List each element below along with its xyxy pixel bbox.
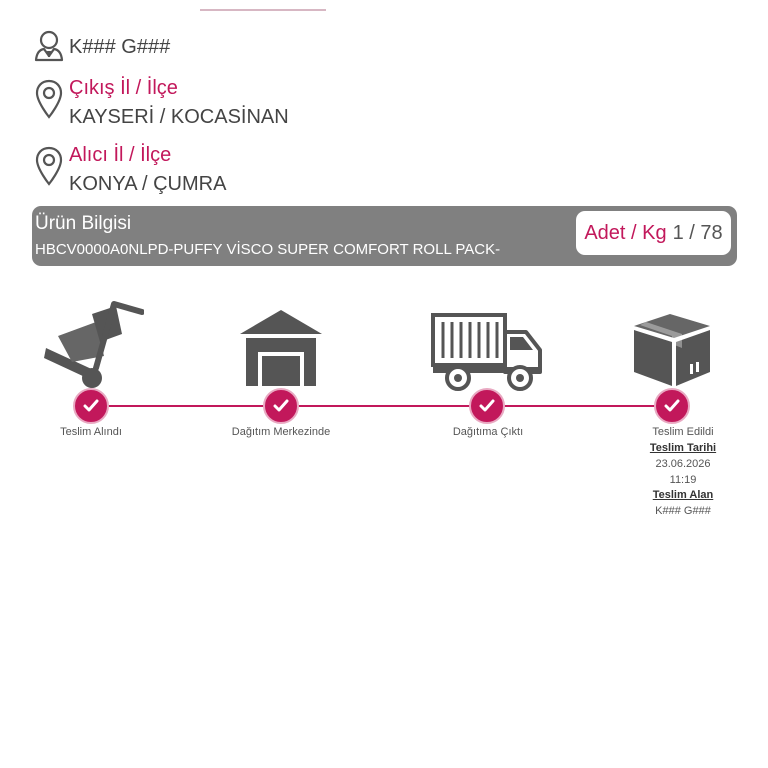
delivery-truck-icon xyxy=(430,312,544,397)
recipient-row: K### G### xyxy=(32,30,170,62)
destination-label: Alıcı İl / İlçe xyxy=(69,144,172,166)
origin-value: KAYSERİ / KOCASİNAN xyxy=(69,106,289,128)
warehouse-icon xyxy=(238,308,324,393)
step-3-label: Dağıtıma Çıktı xyxy=(452,426,524,438)
step-1-check-icon xyxy=(73,388,109,424)
location-pin-icon xyxy=(32,146,66,186)
quantity-box: Adet / Kg 1 / 78 xyxy=(576,211,731,255)
origin-label: Çıkış İl / İlçe xyxy=(69,77,178,99)
product-info-bar: Ürün Bilgisi HBCV0000A0NLPD-PUFFY VİSCO … xyxy=(32,206,737,266)
user-icon xyxy=(32,30,66,62)
hand-truck-icon xyxy=(42,298,145,393)
quantity-label: Adet / Kg xyxy=(584,221,667,244)
package-box-icon xyxy=(632,312,712,393)
recipient-name: K### G### xyxy=(69,36,171,58)
product-code: HBCV0000A0NLPD-PUFFY VİSCO SUPER COMFORT… xyxy=(35,241,501,258)
shipment-tracker: Teslim Alındı Dağıtım Merkezinde Dağıtım… xyxy=(0,290,768,530)
origin-row: Çıkış İl / İlçe KAYSERİ / KOCASİNAN xyxy=(32,75,289,130)
step-4-label: Teslim Edildi xyxy=(652,426,714,438)
step-1-label: Teslim Alındı xyxy=(60,426,122,438)
delivery-time: 11:19 xyxy=(669,474,697,486)
quantity-value: 1 / 78 xyxy=(672,221,723,244)
delivery-date-link[interactable]: Teslim Tarihi xyxy=(649,442,717,454)
destination-row: Alıcı İl / İlçe KONYA / ÇUMRA xyxy=(32,142,226,197)
delivery-receiver-link[interactable]: Teslim Alan xyxy=(652,489,714,501)
delivery-receiver: K### G### xyxy=(655,505,711,517)
top-divider xyxy=(200,9,326,11)
step-3-check-icon xyxy=(469,388,505,424)
location-pin-icon xyxy=(32,79,66,119)
step-2-label: Dağıtım Merkezinde xyxy=(231,426,331,438)
progress-line xyxy=(92,405,672,407)
step-4-check-icon xyxy=(654,388,690,424)
destination-value: KONYA / ÇUMRA xyxy=(69,173,227,195)
product-title: Ürün Bilgisi xyxy=(35,213,132,234)
step-2-check-icon xyxy=(263,388,299,424)
delivery-date: 23.06.2026 xyxy=(655,458,711,470)
